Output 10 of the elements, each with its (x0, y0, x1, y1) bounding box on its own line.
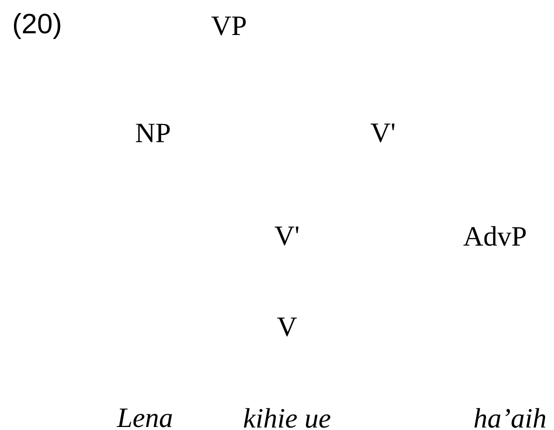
tree-node-label: AdvP (463, 226, 526, 246)
example-number: (20) (14, 12, 60, 40)
word-label: ha’aih (474, 408, 546, 428)
tree-node-label: V (277, 318, 297, 336)
tree-node-label: NP (136, 124, 170, 142)
word-label: kihie ue (244, 408, 330, 428)
word-label: Lena (116, 408, 172, 428)
tree-node-label: V' (274, 226, 298, 246)
tree-node-label: V' (370, 124, 394, 142)
tree-node-label: VP (211, 16, 246, 36)
